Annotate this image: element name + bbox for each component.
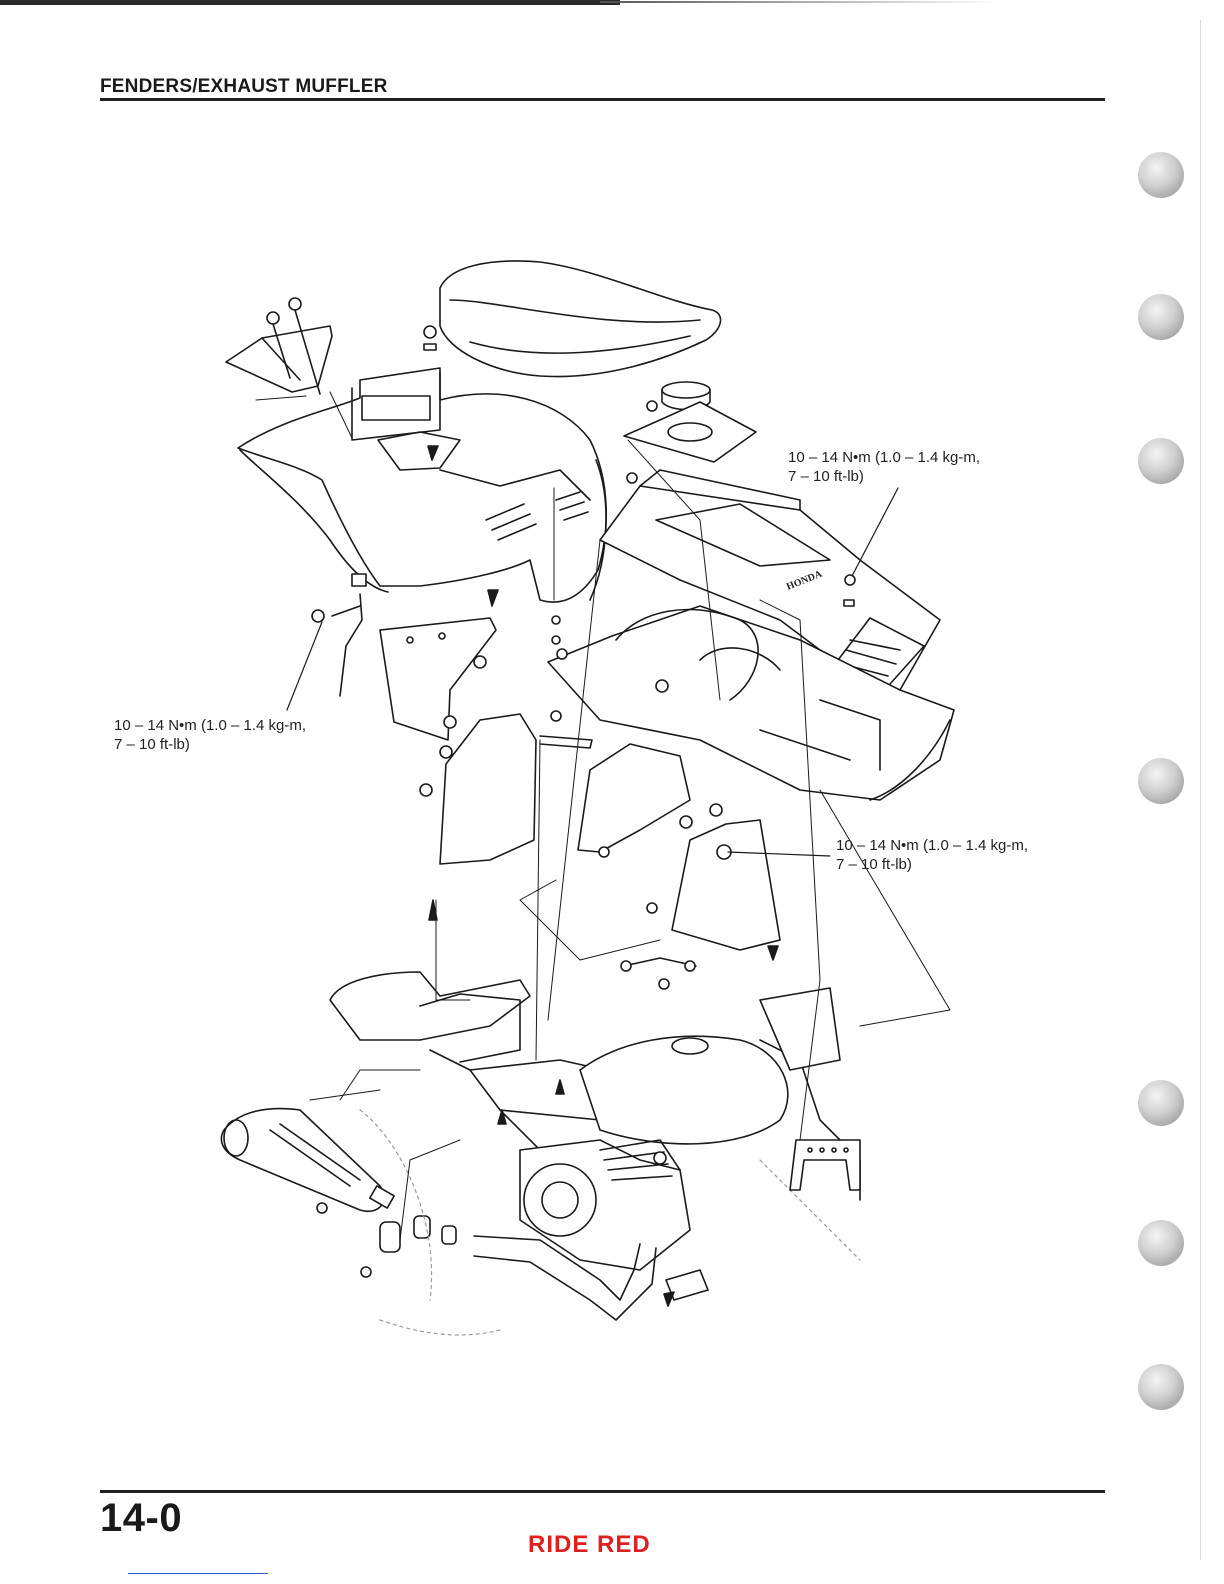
section-tab-dot — [1138, 1080, 1184, 1126]
right-inner-fender — [578, 744, 780, 950]
torque-callout-line2: 7 – 10 ft-lb) — [114, 735, 306, 754]
engine — [520, 1140, 690, 1270]
callout-pointer-left — [287, 622, 322, 710]
fuel-tank — [580, 988, 840, 1144]
torque-callout-upper-right: 10 – 14 N•m (1.0 – 1.4 kg-m, 7 – 10 ft-l… — [788, 448, 980, 486]
section-tab-dot — [1138, 438, 1184, 484]
fuel-cap — [624, 382, 756, 483]
section-tab-dot — [1138, 294, 1184, 340]
section-tab-dot — [1138, 152, 1184, 198]
torque-callout-line2: 7 – 10 ft-lb) — [788, 467, 980, 486]
brand-logo: RIDE RED — [528, 1531, 651, 1559]
callout-pointer-upper-right — [852, 488, 898, 576]
rear-fender — [238, 368, 606, 602]
section-tab-dot — [1138, 758, 1184, 804]
torque-callout-line1: 10 – 14 N•m (1.0 – 1.4 kg-m, — [836, 836, 1028, 855]
exhaust-muffler — [221, 1109, 456, 1277]
seat — [440, 261, 721, 377]
section-tab-dot — [1138, 1364, 1184, 1410]
torque-callout-left: 10 – 14 N•m (1.0 – 1.4 kg-m, 7 – 10 ft-l… — [114, 716, 306, 754]
bottom-link-underline — [128, 1573, 268, 1574]
footer-rule — [100, 1490, 1105, 1493]
torque-callout-lower-right: 10 – 14 N•m (1.0 – 1.4 kg-m, 7 – 10 ft-l… — [836, 836, 1028, 874]
page-number: 14-0 — [100, 1496, 182, 1541]
rear-carrier — [790, 1140, 860, 1190]
section-tab-dot — [1138, 1220, 1184, 1266]
left-mudguard — [312, 574, 496, 740]
torque-callout-line2: 7 – 10 ft-lb) — [836, 855, 1028, 874]
mounting-stays — [621, 958, 696, 989]
torque-callout-line1: 10 – 14 N•m (1.0 – 1.4 kg-m, — [114, 716, 306, 735]
torque-callout-line1: 10 – 14 N•m (1.0 – 1.4 kg-m, — [788, 448, 980, 467]
